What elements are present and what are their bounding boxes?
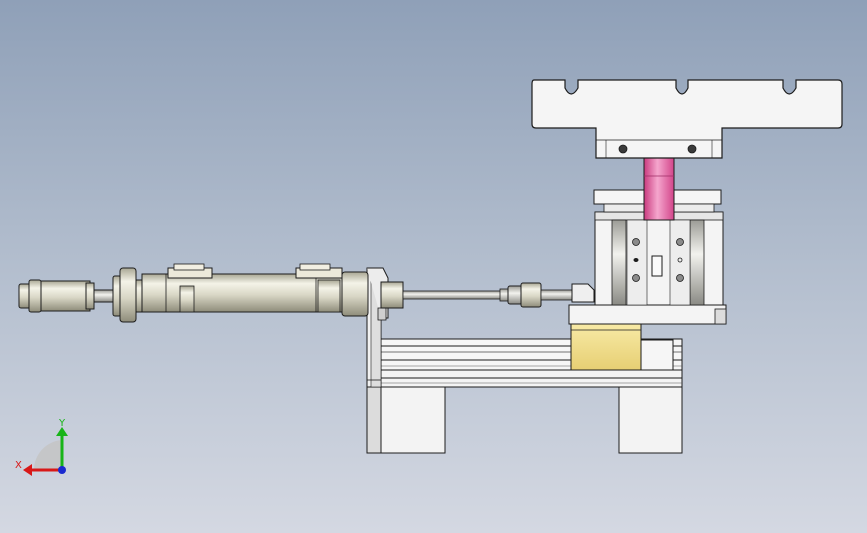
base-foot-left-edge: [366, 386, 382, 454]
slider-block: [570, 321, 674, 371]
y-axis-label: Y: [58, 418, 66, 429]
coordinate-triad: Y X: [15, 418, 68, 476]
x-axis-label: X: [15, 460, 22, 471]
guided-cylinder: [568, 157, 727, 325]
base-foot-right: [618, 386, 683, 454]
cylinder-mount-bracket: [366, 267, 389, 388]
piston-rod: [402, 290, 502, 300]
top-holder-plate: [531, 79, 843, 159]
horizontal-air-cylinder: [18, 263, 595, 323]
vertical-rod: [643, 157, 675, 221]
